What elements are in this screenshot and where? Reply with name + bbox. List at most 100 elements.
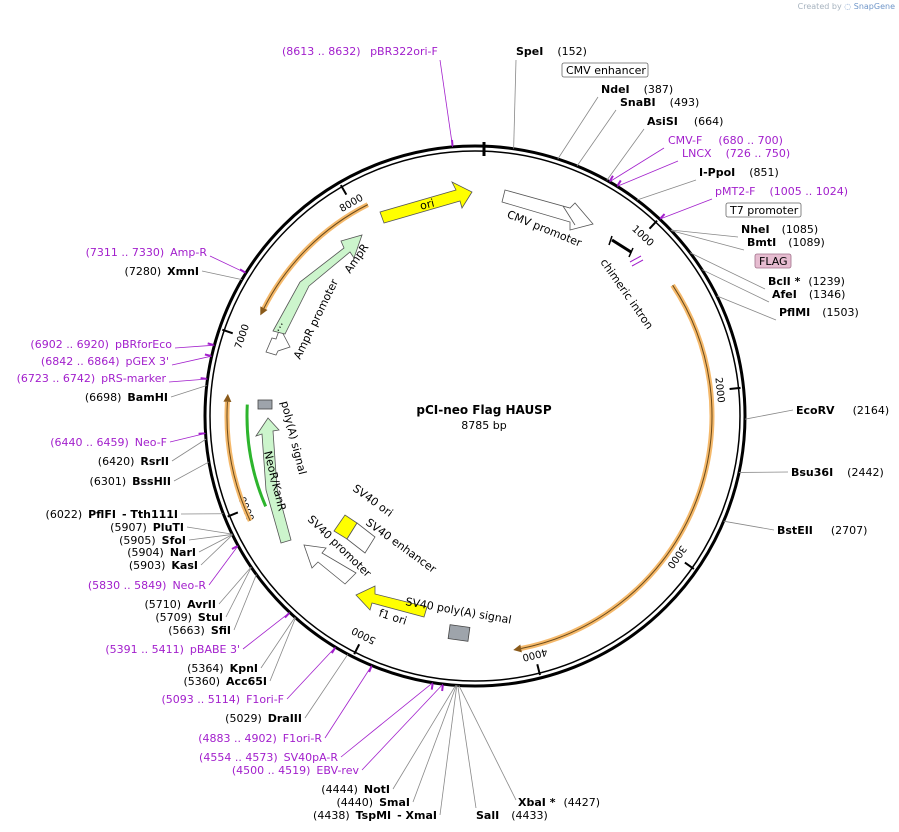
- enzyme-pluti: (5907)PluTI: [110, 521, 184, 534]
- orf-amp-arc-core: [263, 204, 369, 309]
- primer-neo-f: (6440 .. 6459)Neo-F: [50, 436, 167, 449]
- primer-sv40pa-r: (4554 .. 4573)SV40pA-R: [199, 751, 338, 764]
- backbone-inner: [209, 150, 741, 682]
- enzyme-sfii: (5663)SfiI: [168, 624, 231, 637]
- leader-right-0: [513, 59, 517, 149]
- tick-label-2000: 2000: [712, 377, 726, 403]
- tick-1000: [648, 219, 658, 230]
- enzyme-snabi: SnaBI(493): [620, 96, 699, 109]
- enzyme-pflfi: (6022)PflFI- Tth111I: [46, 508, 178, 521]
- leader-left-10: [186, 526, 233, 535]
- primer-mark-4: [200, 377, 207, 380]
- enzyme-draiii: (5029)DraIII: [225, 712, 302, 725]
- primer-amp-r: (7311 .. 7330)Amp-R: [86, 246, 208, 259]
- leader-primer-right-0: [609, 147, 665, 183]
- enzyme-asisi: AsiSI(664): [647, 115, 723, 128]
- svg-text:(8613 .. 8632) pBR322ori-F: (8613 .. 8632) pBR322ori-F: [282, 45, 438, 58]
- sv40-polya-feature: [447, 624, 471, 642]
- t7-promoter-label: T7 promoter: [729, 204, 799, 217]
- primer-pgex-3: (6842 .. 6864)pGEX 3': [41, 355, 169, 368]
- leader-right-7: [689, 252, 766, 290]
- leader-left-17: [233, 574, 257, 631]
- tick-5000: [353, 643, 361, 655]
- backbone-outer: [203, 144, 747, 688]
- leader-left-14: [208, 545, 239, 586]
- enzyme-pflmi: PflMI(1503): [779, 306, 859, 319]
- polya-feature: [257, 399, 273, 410]
- leader-right-6: [671, 230, 745, 251]
- primer-mark-7: [284, 612, 290, 619]
- sv40-enhancer-label: SV40 enhancer: [363, 516, 439, 576]
- tick-7000: [222, 328, 234, 335]
- enzyme-afei: AfeI(1346): [772, 288, 845, 301]
- enzyme-kpni: (5364)KpnI: [187, 662, 258, 675]
- leader-right-5: [670, 229, 739, 238]
- sv40-enhancer-feature: [346, 522, 376, 554]
- map-length: 8785 bp: [461, 419, 506, 432]
- leader-left-4: [168, 378, 208, 383]
- leader-left-19: [260, 617, 296, 669]
- leader-left-23: [324, 665, 373, 739]
- primer-mark-1: [239, 268, 246, 274]
- primer-mark-12: [609, 175, 614, 182]
- enzyme-sali: SalI(4433): [476, 809, 548, 822]
- enzyme-bsu36i: Bsu36I(2442): [791, 466, 884, 479]
- cmv-promoter-feature: [501, 189, 594, 231]
- neor-feature: [255, 417, 292, 544]
- enzyme-ecorv: EcoRV(2164): [796, 404, 889, 417]
- top-primer-name: pBR322ori-F: [370, 45, 438, 58]
- primer-mark-13: [616, 179, 622, 187]
- leader-left-18: [242, 612, 290, 650]
- enzyme-noti: (4444)NotI: [321, 783, 390, 796]
- flag-box: [754, 253, 792, 269]
- enzyme-tspmi: (4438)TspMI- XmaI: [313, 809, 437, 822]
- cmv-enhancer-label: CMV enhancer: [566, 64, 646, 77]
- ori-feature: [379, 181, 473, 224]
- orf-neo-arc-core: [226, 401, 251, 522]
- orf-neo-arrow: [223, 393, 232, 403]
- leader-left-13: [200, 534, 233, 566]
- ampr-promoter-feature: [265, 327, 291, 356]
- ampr-feature: [272, 234, 363, 335]
- leader-right-8: [701, 269, 770, 303]
- tick-6000: [227, 511, 239, 518]
- enzyme-i-ppoi: I-PpoI(851): [699, 166, 779, 179]
- leader-left-6: [169, 432, 206, 443]
- leader-bottom-0: [392, 685, 456, 790]
- tick-label-5000: 5000: [350, 624, 378, 645]
- flag-label: FLAG: [759, 255, 788, 268]
- primer-mark-9: [368, 666, 373, 673]
- tick-2000: [729, 386, 741, 391]
- enzyme-bsshii: (6301)BssHII: [90, 475, 171, 488]
- leader-left-2: [174, 344, 215, 349]
- enzyme-stui: (5709)StuI: [155, 611, 223, 624]
- leader-bottom-2: [439, 685, 458, 816]
- primer-mark-11: [441, 684, 444, 692]
- enzyme-nhei: NheI(1085): [741, 223, 818, 236]
- enzyme-acc65i: (5360)Acc65I: [183, 675, 267, 688]
- tick-8000: [339, 184, 348, 196]
- leader-left-16: [225, 567, 252, 618]
- map-title: pCI-neo Flag HAUSP: [416, 403, 551, 417]
- chimeric-intron-feature: [611, 238, 632, 254]
- bottom-labels: (4444)NotI (4440)SmaI (4438)TspMI- XmaI …: [313, 783, 600, 822]
- enzyme-avrii: (5710)AvrII: [145, 598, 216, 611]
- enzyme-xmni: (7280)XmnI: [125, 265, 199, 278]
- primer-pbrforeco: (6902 .. 6920)pBRforEco: [30, 338, 172, 351]
- primer-f1ori-r: (4883 .. 4902)F1ori-R: [198, 732, 322, 745]
- f1-ori-feature: [355, 585, 428, 618]
- orf-arcs: [223, 202, 715, 653]
- leader-left-22: [304, 653, 349, 719]
- leader-bottom-4: [458, 685, 517, 801]
- cmv-enhancer-box: [561, 62, 649, 78]
- leader-left-7: [171, 438, 207, 462]
- tick-label-7000: 7000: [233, 323, 252, 351]
- chimeric-intron-label: chimeric intron: [598, 256, 656, 331]
- enzyme-kasi: (5903)KasI: [129, 559, 198, 572]
- primer-mark-3: [204, 353, 211, 357]
- tick-3000: [684, 561, 695, 570]
- top-primer-range: (8613 .. 8632): [282, 45, 361, 58]
- enzyme-smai: (4440)SmaI: [337, 796, 410, 809]
- leader-right-2: [576, 109, 617, 167]
